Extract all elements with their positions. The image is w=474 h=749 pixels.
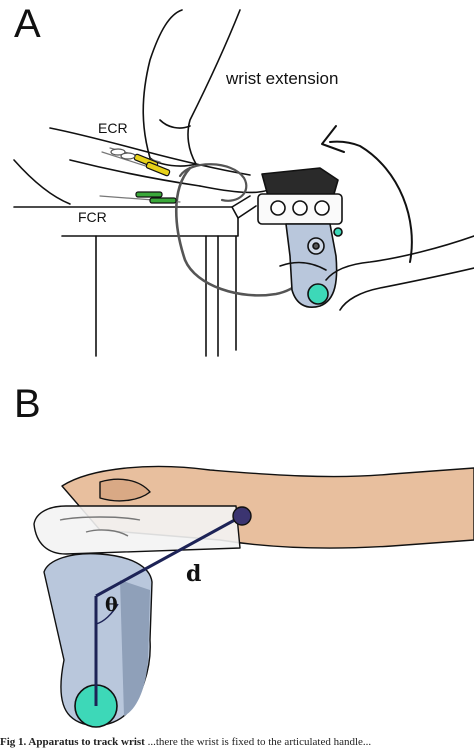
- fcr-label: FCR: [78, 209, 107, 225]
- angle-label: θ: [105, 594, 118, 616]
- splint-inner: [59, 516, 141, 537]
- ecr-label: ECR: [98, 120, 128, 136]
- rotation-arrow: [329, 140, 413, 263]
- distance-label: d: [186, 561, 202, 587]
- panel-b-illustration: [33, 465, 474, 728]
- table-drawing: [13, 195, 257, 357]
- panel-a-letter: A: [14, 2, 41, 46]
- panel-a-illustration: [13, 9, 474, 357]
- fcr-electrodes: [99, 191, 181, 204]
- handle-device-a: [257, 167, 474, 311]
- distance-line: [95, 514, 243, 598]
- rotation-arrow-head: [321, 125, 345, 153]
- handle-grip-shade: [120, 580, 150, 716]
- upper-hand-drawing: [142, 9, 241, 167]
- wrist-pivot: [232, 506, 252, 526]
- hand-splint: [33, 505, 241, 555]
- caption-rest: ...there the wrist is fixed to the artic…: [147, 736, 372, 748]
- figure-caption: Fig 1. Apparatus to track wrist ...there…: [0, 736, 474, 749]
- cable-loop: [178, 163, 248, 202]
- panel-b-letter: B: [14, 382, 41, 426]
- caption-bold: Fig 1. Apparatus to track wrist: [0, 736, 145, 748]
- wrist-extension-label: wrist extension: [226, 69, 339, 88]
- angle-arc: [95, 603, 119, 625]
- hand-knuckles: [99, 478, 151, 502]
- ecr-electrodes: [101, 147, 171, 177]
